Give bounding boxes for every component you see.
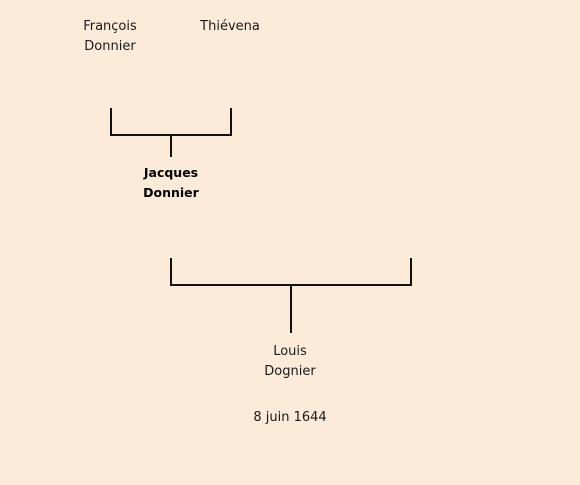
last-name: Donnier	[84, 39, 136, 54]
first-name: Louis	[273, 344, 307, 359]
person-jacques-donnier[interactable]: Jacques Donnier	[101, 163, 241, 203]
first-name: François	[83, 19, 137, 34]
first-name: Thiévena	[200, 19, 260, 34]
first-name: Jacques	[143, 165, 199, 180]
person-francois-donnier[interactable]: François Donnier	[40, 17, 180, 57]
person-thievena[interactable]: Thiévena	[160, 17, 300, 37]
person-louis-dognier[interactable]: Louis Dognier	[220, 342, 360, 382]
birth-date: 8 juin 1644	[253, 410, 327, 425]
last-name: Dognier	[264, 364, 316, 379]
last-name: Donnier	[143, 185, 199, 200]
